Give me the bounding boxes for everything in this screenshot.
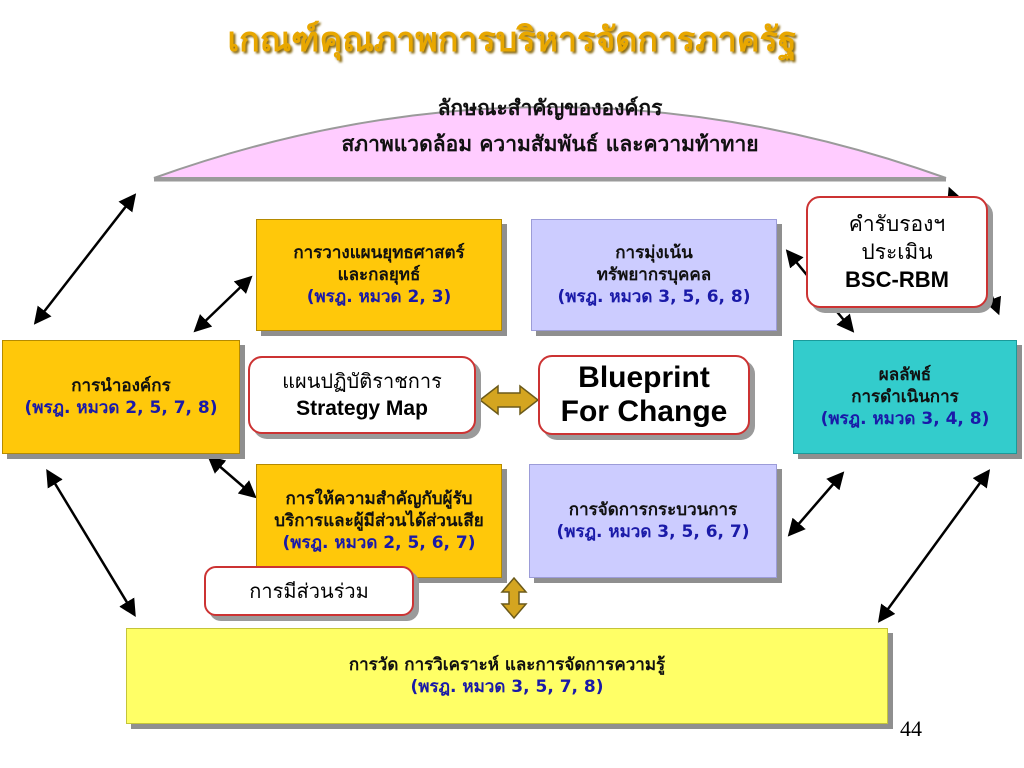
profile-line-1: ลักษณะสำคัญขององค์กร [437, 96, 663, 120]
results-ref: (พรฎ. หมวด 3, 4, 8) [820, 409, 990, 429]
customer-ref: (พรฎ. หมวด 2, 5, 6, 7) [282, 533, 476, 553]
hr-line-1: การมุ่งเน้น [615, 243, 693, 263]
certification-callout: คำรับรองฯ ประเมิน BSC-RBM [806, 196, 988, 308]
participation-callout: การมีส่วนร่วม [204, 566, 414, 616]
results-box: ผลลัพธ์ การดำเนินการ (พรฎ. หมวด 3, 4, 8) [793, 340, 1017, 454]
human-resource-focus-box: การมุ่งเน้น ทรัพยากรบุคคล (พรฎ. หมวด 3, … [531, 219, 777, 331]
arrow-process-results [787, 471, 845, 537]
participation-line-1: การมีส่วนร่วม [249, 579, 369, 603]
page-title: เกณฑ์คุณภาพการบริหารจัดการภาครัฐ [227, 20, 797, 60]
process-ref: (พรฎ. หมวด 3, 5, 6, 7) [556, 522, 750, 542]
blueprint-line-2: For Change [560, 395, 728, 428]
action-plan-callout: แผนปฏิบัติราชการ Strategy Map [248, 356, 476, 434]
arrow-participation-measurement [500, 576, 528, 620]
customer-focus-box: การให้ความสำคัญกับผู้รับ บริการและผู้มีส… [256, 464, 502, 578]
customer-line-2: บริการและผู้มีส่วนได้ส่วนเสีย [274, 511, 484, 531]
measurement-line-1: การวัด การวิเคราะห์ และการจัดการความรู้ [348, 655, 666, 675]
leadership-line-1: การนำองค์กร [71, 376, 171, 396]
arrow-leadership-measurement [46, 469, 136, 617]
strategic-planning-box: การวางแผนยุทธศาสตร์ และกลยุทธ์ (พรฎ. หมว… [256, 219, 502, 331]
certify-line-1: คำรับรองฯ [848, 212, 946, 236]
plan-line-2: Strategy Map [296, 397, 428, 420]
customer-line-1: การให้ความสำคัญกับผู้รับ [285, 489, 473, 509]
hr-ref: (พรฎ. หมวด 3, 5, 6, 8) [557, 287, 751, 307]
certify-line-3: BSC-RBM [845, 267, 949, 292]
certify-line-2: ประเมิน [861, 240, 933, 264]
profile-line-2: สภาพแวดล้อม ความสัมพันธ์ และความท้าทาย [341, 132, 759, 156]
strategy-line-1: การวางแผนยุทธศาสตร์ [293, 243, 465, 263]
arrow-results-measurement [877, 469, 991, 623]
blueprint-callout: Blueprint For Change [538, 355, 750, 435]
results-line-1: ผลลัพธ์ [878, 365, 932, 385]
process-management-box: การจัดการกระบวนการ (พรฎ. หมวด 3, 5, 6, 7… [529, 464, 777, 578]
process-line-1: การจัดการกระบวนการ [568, 500, 738, 520]
arrow-profile-leadership [33, 193, 137, 325]
organizational-profile-arch [153, 106, 947, 182]
plan-line-1: แผนปฏิบัติราชการ [282, 369, 442, 393]
strategy-line-2: และกลยุทธ์ [337, 265, 421, 285]
leadership-ref: (พรฎ. หมวด 2, 5, 7, 8) [24, 398, 218, 418]
measurement-ref: (พรฎ. หมวด 3, 5, 7, 8) [410, 677, 604, 697]
leadership-box: การนำองค์กร (พรฎ. หมวด 2, 5, 7, 8) [2, 340, 240, 454]
results-line-2: การดำเนินการ [851, 387, 959, 407]
blueprint-line-1: Blueprint [578, 361, 710, 394]
arrow-plan-blueprint [478, 384, 540, 416]
page-number: 44 [900, 716, 922, 741]
arrow-leadership-customer [207, 455, 257, 499]
arrow-leadership-strategy [193, 275, 253, 333]
hr-line-2: ทรัพยากรบุคคล [596, 265, 712, 285]
organizational-profile-text: ลักษณะสำคัญขององค์กร สภาพแวดล้อม ความสัม… [150, 90, 950, 162]
measurement-analysis-box: การวัด การวิเคราะห์ และการจัดการความรู้ … [126, 628, 888, 724]
strategy-ref: (พรฎ. หมวด 2, 3) [306, 287, 452, 307]
